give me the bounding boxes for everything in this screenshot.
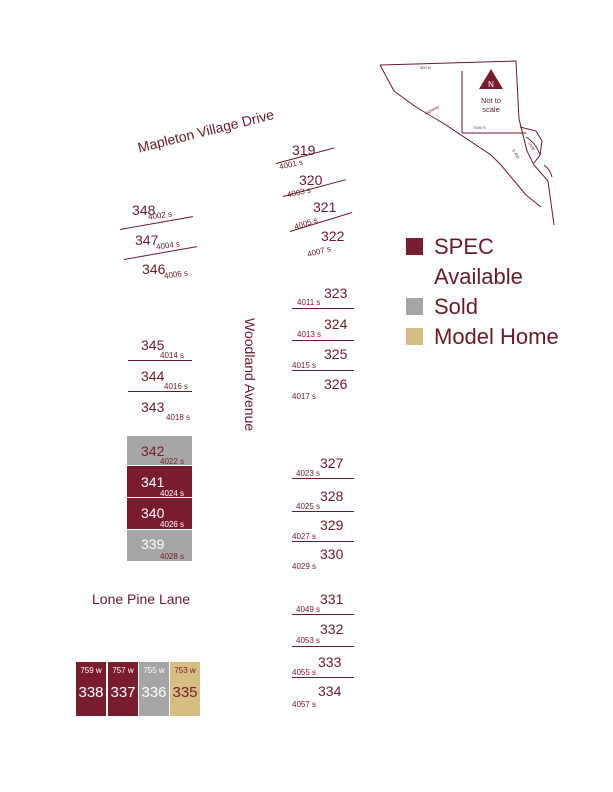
lot-divider <box>292 370 354 371</box>
inset-road-label-right1: S 400 <box>511 148 521 160</box>
legend-sold-label: Sold <box>434 294 479 319</box>
lot-address: 4022 s <box>160 457 185 466</box>
lot-address: 4053 s <box>296 636 321 645</box>
lot-divider <box>128 391 192 392</box>
lot-number: 336 <box>141 684 167 701</box>
lot-number: 322 <box>321 228 345 244</box>
lot-divider <box>292 541 354 542</box>
lot-number: 347 <box>135 232 159 248</box>
lot-address: 4026 s <box>160 520 185 529</box>
legend-spec-label: SPEC <box>434 234 494 259</box>
inset-road-label-right2: 1600 <box>527 141 536 152</box>
lot-address: 4027 s <box>292 532 317 541</box>
lot-number: 348 <box>132 202 156 218</box>
inset-road-label-mid: 7200 S <box>473 125 486 130</box>
lot-number: 337 <box>110 684 136 701</box>
lot-number: 324 <box>324 316 348 332</box>
lot-address: 4007 s <box>306 244 332 259</box>
lot-336[interactable]: 755 w 336 <box>139 662 169 716</box>
lot-number: 323 <box>324 285 348 301</box>
lot-address: 4049 s <box>296 605 321 614</box>
street-woodland-avenue: Woodland Avenue <box>242 318 258 432</box>
lot-address: 759 w <box>80 666 102 675</box>
lot-number: 327 <box>320 455 344 471</box>
lot-number: 329 <box>320 517 344 533</box>
lot-335[interactable]: 753 w 335 <box>170 662 200 716</box>
lot-address: 4011 s <box>297 298 321 307</box>
lot-divider <box>292 308 354 309</box>
lot-number: 331 <box>320 591 344 607</box>
lot-address: 4024 s <box>160 489 185 498</box>
lot-address: 4016 s <box>164 382 189 391</box>
lot-number: 340 <box>141 505 165 521</box>
lot-address: 4023 s <box>296 469 321 478</box>
lot-number: 346 <box>142 261 166 277</box>
lot-number: 339 <box>141 536 165 552</box>
north-letter: N <box>488 80 494 89</box>
lot-340[interactable]: 340 4026 s <box>127 498 192 529</box>
inset-road-label-hwy: Highway <box>424 104 440 116</box>
lot-divider <box>292 646 354 647</box>
street-lone-pine-lane: Lone Pine Lane <box>92 591 191 607</box>
lot-divider <box>292 478 354 479</box>
legend-sold-swatch <box>406 298 423 315</box>
not-to-scale-line1: Not to <box>481 96 501 105</box>
lot-address: 755 w <box>143 666 165 675</box>
lot-address: 4015 s <box>292 361 317 370</box>
lot-number: 328 <box>320 488 344 504</box>
lot-divider <box>292 340 354 341</box>
not-to-scale-line2: scale <box>482 105 500 114</box>
lot-address: 4017 s <box>292 392 317 401</box>
lot-address: 4029 s <box>292 562 317 571</box>
lot-divider <box>292 511 354 512</box>
lot-339[interactable]: 339 4028 s <box>127 530 192 561</box>
lot-number: 332 <box>320 621 344 637</box>
lot-address: 4014 s <box>160 351 185 360</box>
lot-address: 753 w <box>174 666 196 675</box>
lot-address: 4006 s <box>163 268 189 281</box>
legend-spec-swatch <box>406 238 423 255</box>
lot-address: 4018 s <box>166 413 191 422</box>
lot-divider <box>292 614 354 615</box>
lot-number: 326 <box>324 376 348 392</box>
lot-number: 325 <box>324 346 348 362</box>
lot-number: 338 <box>78 684 104 701</box>
north-arrow-icon <box>479 69 503 89</box>
lot-address: 4025 s <box>296 502 321 511</box>
lot-address: 4055 s <box>292 668 317 677</box>
lot-341[interactable]: 341 4024 s <box>127 466 192 498</box>
legend-model-label: Model Home <box>434 324 559 349</box>
lot-342[interactable]: 342 4022 s <box>127 436 192 466</box>
lot-337[interactable]: 757 w 337 <box>108 662 138 716</box>
vicinity-inset-map: N Not to scale 400 N Highway 7200 S S 40… <box>379 60 555 226</box>
lot-number: 334 <box>318 683 342 699</box>
lot-338[interactable]: 759 w 338 <box>76 662 106 716</box>
lot-number: 321 <box>313 199 337 215</box>
lot-number: 345 <box>141 337 165 353</box>
lot-address: 4028 s <box>160 552 185 561</box>
lot-divider <box>292 677 354 678</box>
lot-address: 757 w <box>112 666 134 675</box>
lot-number: 335 <box>172 684 198 701</box>
lot-address: 4057 s <box>292 700 317 709</box>
inset-road-label-top: 400 N <box>420 65 431 70</box>
street-mapleton-village-drive: Mapleton Village Drive <box>136 106 276 156</box>
legend-available-label: Available <box>434 264 523 289</box>
lot-divider <box>128 360 192 361</box>
lot-number: 341 <box>141 474 165 490</box>
lot-number: 330 <box>320 546 344 562</box>
lot-number: 333 <box>318 654 342 670</box>
lot-number: 344 <box>141 368 165 384</box>
lot-number: 320 <box>299 172 323 188</box>
lot-number: 342 <box>141 443 165 459</box>
legend-model-swatch <box>406 328 423 345</box>
lot-number: 343 <box>141 399 165 415</box>
lot-address: 4013 s <box>297 330 322 339</box>
